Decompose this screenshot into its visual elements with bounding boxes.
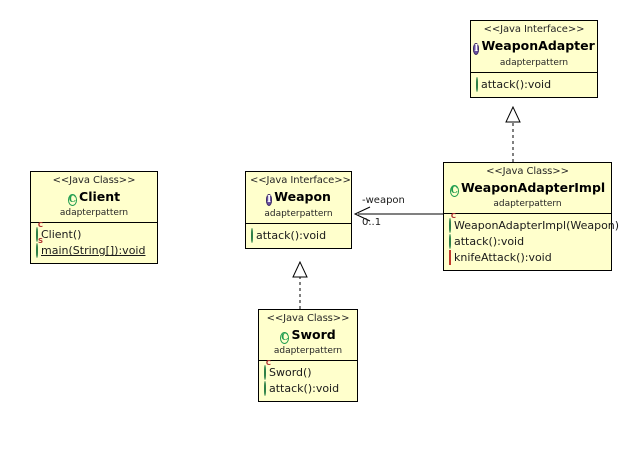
type-name-row: C Sword	[263, 326, 353, 344]
type-name: WeaponAdapter	[481, 37, 595, 53]
class-box-weapon[interactable]: <<Java Interface>> I Weapon adapterpatte…	[245, 171, 352, 249]
members-compartment: C WeaponAdapterImpl(Weapon) attack():voi…	[444, 213, 619, 270]
class-box-sword[interactable]: <<Java Class>> C Sword adapterpattern C …	[258, 309, 358, 403]
box-header: <<Java Interface>> I WeaponAdapter adapt…	[471, 21, 597, 72]
member-label: attack():void	[454, 235, 525, 249]
member-row[interactable]: C Sword()	[264, 360, 354, 381]
class-box-weapon-adapter-impl[interactable]: <<Java Class>> C WeaponAdapterImpl adapt…	[443, 162, 619, 272]
box-header: <<Java Class>> C Client adapterpattern	[31, 172, 157, 222]
member-label: attack():void	[269, 382, 340, 396]
type-name-row: I Weapon	[250, 188, 347, 207]
type-name-row: C Client	[35, 188, 153, 206]
public-method-icon-glyph	[449, 218, 451, 234]
constructor-badge: C	[265, 359, 271, 368]
public-method-icon: S	[36, 238, 43, 259]
hollow-triangle-arrowhead	[292, 260, 308, 278]
member-label: attack():void	[481, 77, 552, 91]
members-compartment: attack():void	[246, 224, 351, 248]
members-compartment: C Client() S main(String[]):void	[31, 222, 157, 263]
private-method-icon-glyph	[449, 250, 451, 266]
member-row[interactable]: S main(String[]):void	[36, 238, 154, 259]
stereotype-label: <<Java Interface>>	[483, 24, 585, 35]
type-name-row: C WeaponAdapterImpl	[448, 179, 607, 197]
hollow-triangle-arrowhead	[505, 105, 521, 123]
package-label: adapterpattern	[499, 57, 569, 68]
type-name: WeaponAdapterImpl	[460, 179, 606, 195]
stereotype-label: <<Java Class>>	[486, 166, 569, 177]
member-label: Sword()	[269, 366, 312, 380]
member-label: attack():void	[256, 228, 327, 242]
public-method-icon-glyph	[264, 365, 266, 381]
box-header: <<Java Class>> C WeaponAdapterImpl adapt…	[444, 163, 611, 213]
member-row[interactable]: attack():void	[264, 381, 354, 397]
public-method-icon-glyph	[264, 381, 266, 397]
section-divider	[444, 213, 611, 215]
public-method-icon	[476, 76, 478, 93]
package-label: adapterpattern	[273, 345, 343, 356]
public-method-icon	[449, 234, 451, 250]
section-divider	[246, 222, 351, 224]
box-header: <<Java Interface>> I Weapon adapterpatte…	[246, 172, 351, 223]
section-divider	[31, 222, 157, 224]
edge-impl-realizes-adapter	[505, 105, 521, 162]
member-row[interactable]: knifeAttack():void	[449, 250, 608, 266]
public-method-icon: C	[264, 360, 271, 381]
member-row[interactable]: C WeaponAdapterImpl(Weapon)	[449, 213, 619, 234]
public-method-icon	[251, 227, 253, 244]
class-icon: C	[280, 326, 290, 344]
constructor-badge: C	[37, 221, 43, 230]
members-compartment: attack():void	[471, 73, 597, 97]
private-method-icon	[449, 250, 451, 266]
public-method-icon-glyph	[36, 227, 38, 243]
stereotype-label: <<Java Class>>	[52, 175, 136, 186]
member-label: main(String[]):void	[41, 244, 146, 258]
class-icon-glyph: C	[280, 331, 290, 344]
constructor-badge: C	[450, 212, 456, 221]
interface-icon: I	[473, 37, 480, 56]
stereotype-label: <<Java Class>>	[266, 313, 350, 324]
members-compartment: C Sword() attack():void	[259, 360, 357, 401]
public-method-icon: C	[449, 213, 456, 234]
class-icon-glyph: C	[449, 184, 459, 197]
member-row[interactable]: attack():void	[476, 76, 594, 93]
type-name: Sword	[291, 326, 336, 342]
association-multiplicity-label: 0..1	[362, 217, 382, 228]
package-label: adapterpattern	[59, 207, 129, 218]
public-method-icon: C	[36, 222, 43, 243]
class-icon: C	[449, 179, 459, 197]
stereotype-label: <<Java Interface>>	[250, 175, 351, 186]
package-label: adapterpattern	[493, 198, 562, 209]
public-method-icon-glyph	[476, 76, 478, 92]
section-divider	[259, 360, 357, 362]
public-method-icon-glyph	[449, 234, 451, 250]
edge-sword-realizes-weapon	[292, 260, 308, 309]
open-arrowhead	[353, 206, 371, 222]
interface-icon-glyph: I	[266, 193, 273, 206]
public-method-icon	[264, 381, 266, 397]
class-icon-glyph: C	[67, 193, 78, 206]
type-name-row: I WeaponAdapter	[473, 37, 595, 56]
section-divider	[471, 71, 597, 73]
type-name: Client	[79, 188, 121, 204]
member-label: Client()	[41, 228, 82, 242]
class-icon: C	[67, 188, 78, 206]
class-box-client[interactable]: <<Java Class>> C Client adapterpattern C…	[30, 171, 158, 265]
edge-impl-uses-weapon	[353, 206, 443, 222]
member-label: WeaponAdapterImpl(Weapon)	[454, 219, 620, 233]
member-row[interactable]: attack():void	[251, 227, 348, 244]
box-header: <<Java Class>> C Sword adapterpattern	[259, 310, 357, 360]
member-row[interactable]: attack():void	[449, 234, 608, 250]
class-box-weapon-adapter[interactable]: <<Java Interface>> I WeaponAdapter adapt…	[470, 20, 598, 98]
association-role-label: -weapon	[362, 195, 405, 206]
member-row[interactable]: C Client()	[36, 222, 154, 243]
interface-icon-glyph: I	[473, 42, 480, 55]
interface-icon: I	[266, 188, 273, 207]
public-method-icon-glyph	[251, 227, 253, 243]
member-label: knifeAttack():void	[454, 251, 552, 265]
public-method-icon-glyph	[36, 243, 38, 259]
static-badge: S	[37, 237, 43, 246]
package-label: adapterpattern	[264, 208, 333, 219]
type-name: Weapon	[274, 188, 331, 204]
